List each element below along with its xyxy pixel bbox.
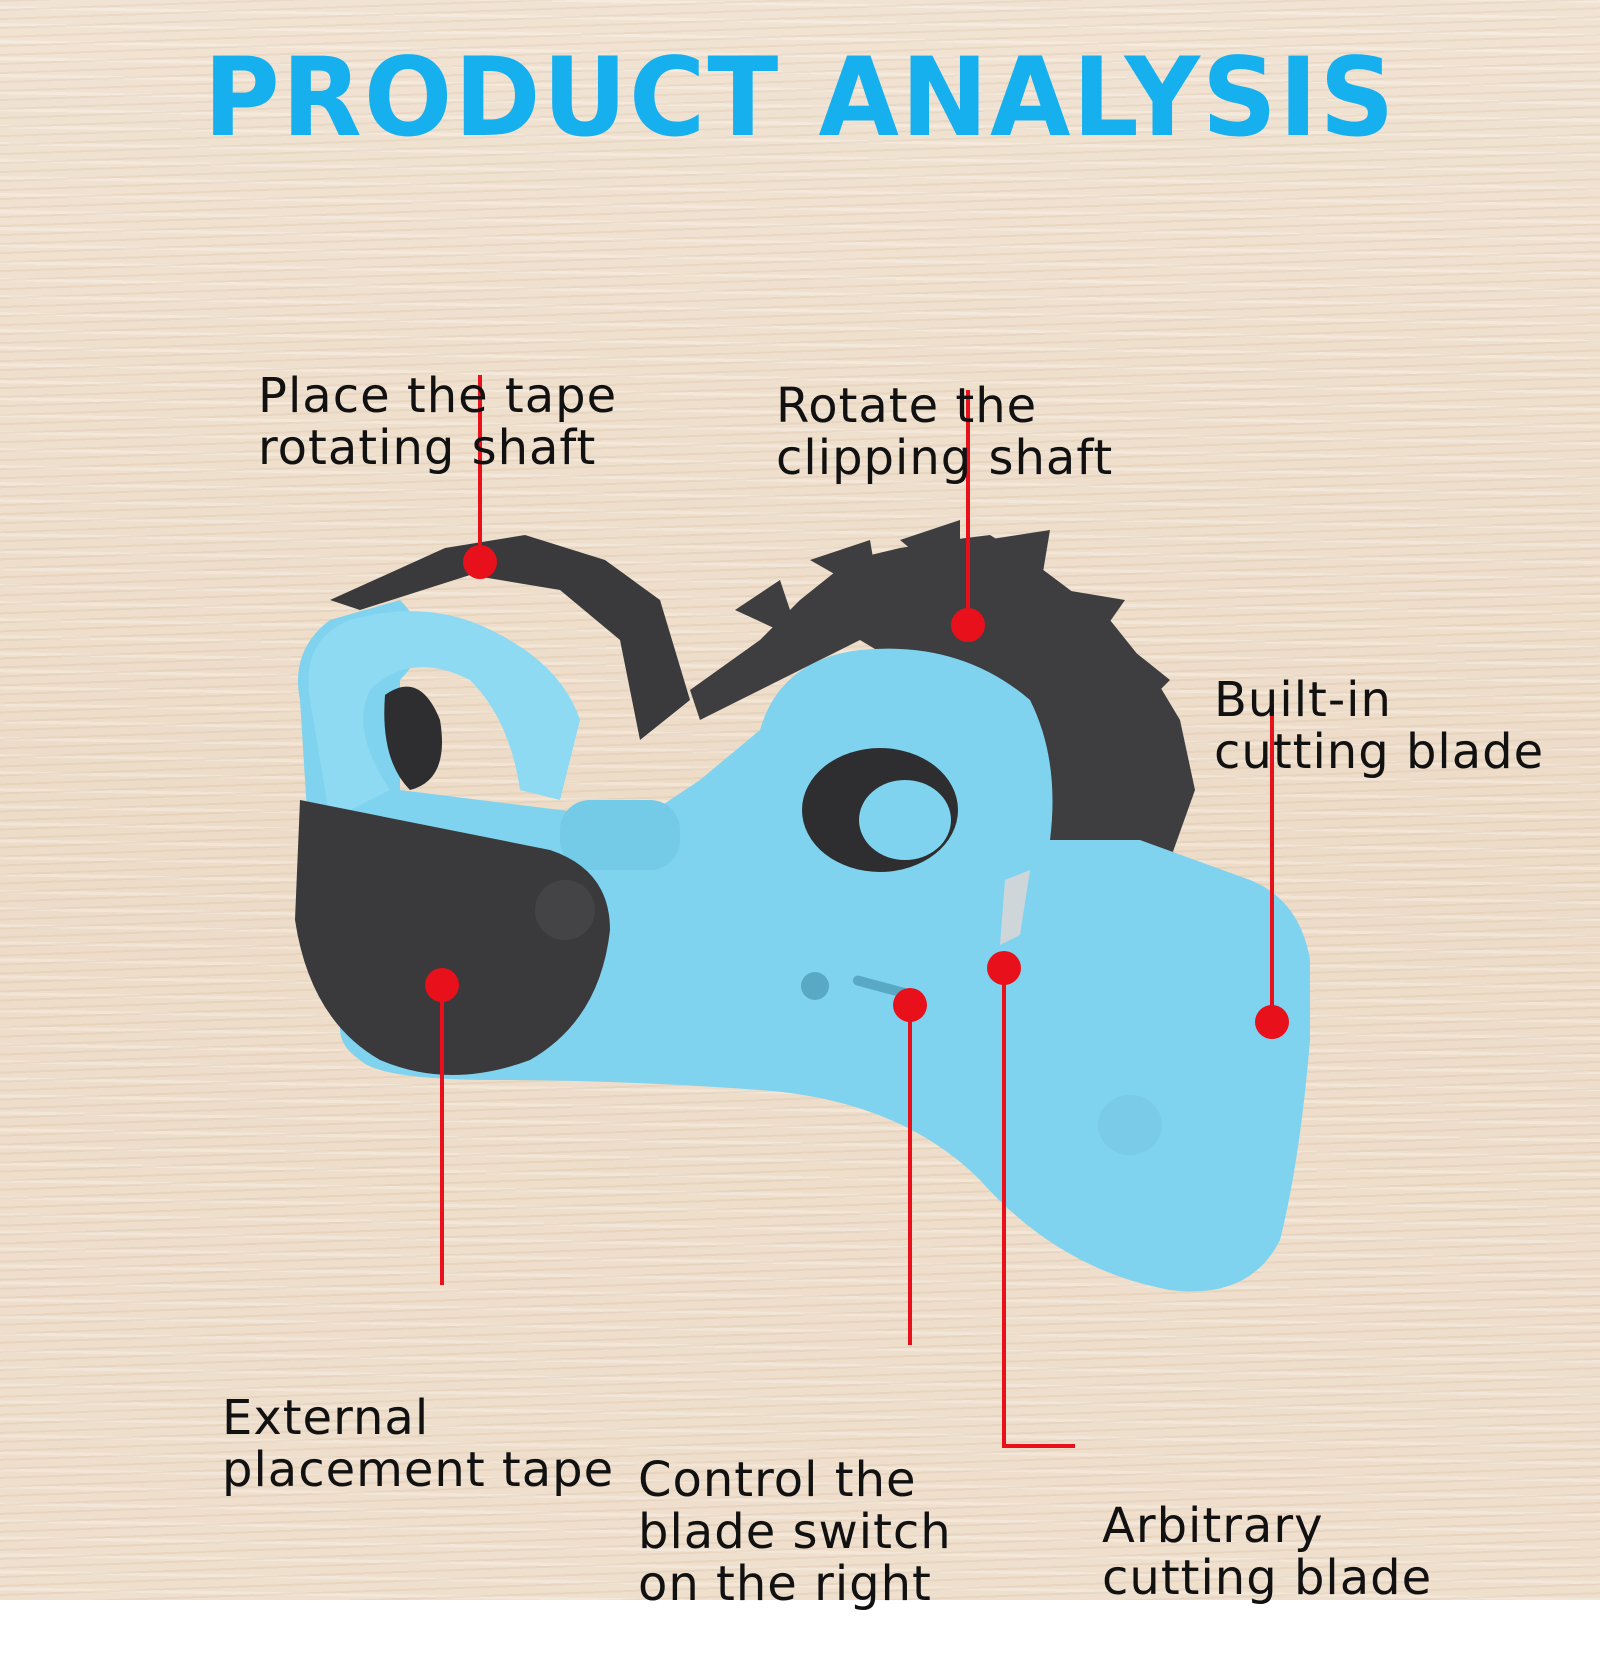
marker-dot bbox=[1255, 1005, 1289, 1039]
tape-holder-frame bbox=[330, 535, 690, 740]
marker-dot bbox=[893, 988, 927, 1022]
external-tape-plate bbox=[295, 800, 610, 1075]
marker-dot bbox=[951, 608, 985, 642]
marker-dot bbox=[425, 968, 459, 1002]
dispenser-body bbox=[298, 600, 1310, 1292]
product-illustration bbox=[295, 375, 1310, 1448]
page-title: PRODUCT ANALYSIS bbox=[203, 32, 1397, 162]
marker-dot bbox=[987, 951, 1021, 985]
tape-holder-loop bbox=[308, 611, 580, 820]
marker-dot bbox=[463, 545, 497, 579]
clipping-wheel bbox=[690, 520, 1195, 900]
